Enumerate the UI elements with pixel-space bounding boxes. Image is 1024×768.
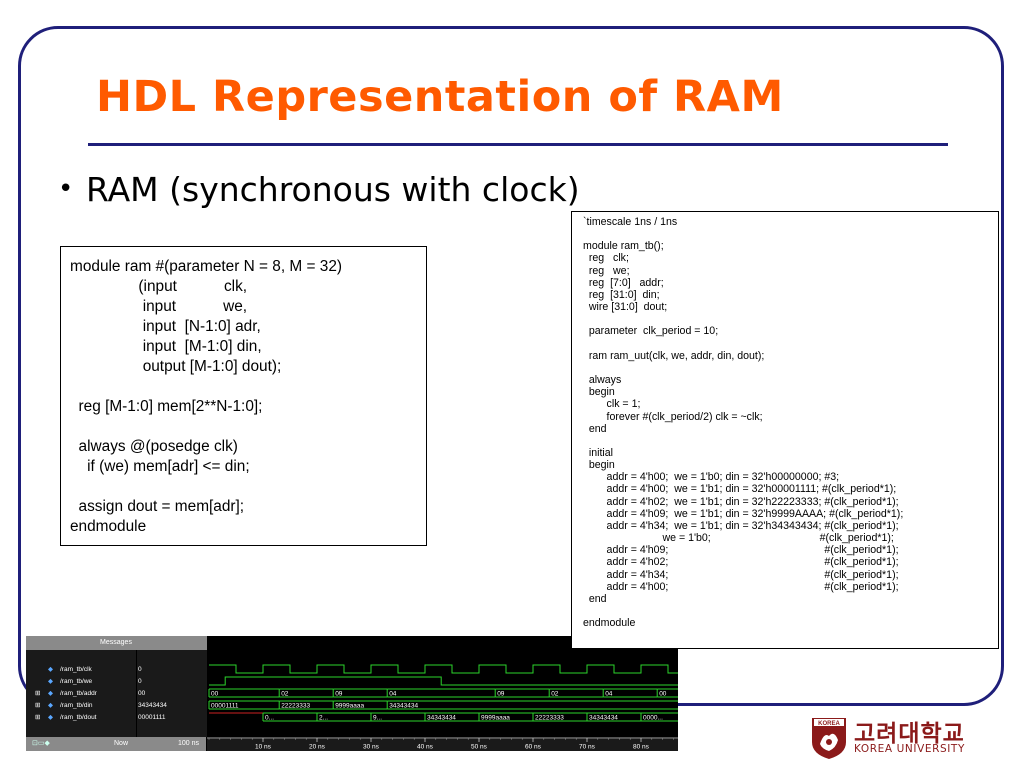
time-tick-label: 70 ns (579, 744, 596, 751)
signal-row-clk[interactable]: ◆ /ram_tb/clk 0 (26, 664, 206, 676)
addr-bus-segment (386, 688, 496, 698)
university-logo: KOREA 고려대학교 KOREA UNIVERSITY (810, 716, 1000, 762)
addr-bus-segment (208, 688, 280, 698)
signal-name: /ram_tb/din (60, 702, 93, 709)
dout-bus-segment (424, 712, 479, 722)
time-tick-label: 20 ns (309, 744, 326, 751)
signal-value: 00001111 (138, 714, 166, 721)
ram-module-code-box: module ram #(parameter N = 8, M = 32) (i… (60, 246, 427, 546)
signal-row-we[interactable]: ◆ /ram_tb/we 0 (26, 676, 206, 688)
signal-diamond-icon: ◆ (48, 702, 53, 709)
addr-bus-segment (332, 688, 388, 698)
signal-value: 0 (138, 666, 142, 673)
dout-bus-segment (478, 712, 533, 722)
time-axis-bg (207, 737, 678, 751)
clk-trace (209, 664, 678, 674)
signal-value-pane (137, 650, 207, 737)
din-bus-label: 22223333 (281, 703, 310, 710)
addr-bus-label: 00 (659, 691, 667, 698)
time-tick-label: 60 ns (525, 744, 542, 751)
now-value: 100 ns (178, 740, 200, 747)
dout-bus-segment (316, 712, 371, 722)
signal-diamond-icon: ◆ (48, 714, 53, 721)
addr-bus-segment (278, 688, 334, 698)
time-tick-label: 40 ns (417, 744, 434, 751)
din-bus-label: 9999aaaa (335, 703, 364, 710)
dout-bus-label: 9999aaaa (481, 715, 510, 722)
expand-plus-icon[interactable]: ⊞ (35, 714, 41, 721)
din-bus-segment (386, 700, 678, 710)
din-bus-label: 34343434 (389, 703, 418, 710)
addr-bus-segment (656, 688, 678, 698)
addr-bus-label: 00 (211, 691, 219, 698)
signal-name: /ram_tb/dout (60, 714, 97, 721)
addr-bus-label: 04 (389, 691, 397, 698)
waveform-value-header (137, 636, 207, 650)
now-label: Now (114, 740, 129, 747)
time-tick-label: 30 ns (363, 744, 380, 751)
waveform-traces: 00 02 09 04 09 02 04 00 00001111 22223333 9999aaaa… (207, 664, 678, 751)
addr-bus-segment (548, 688, 604, 698)
slide-title: HDL Representation of RAM (96, 72, 784, 122)
signal-diamond-icon: ◆ (48, 666, 53, 673)
dout-bus-label: 34343434 (427, 715, 456, 722)
addr-bus-label: 09 (335, 691, 343, 698)
waveform-viewer: Messages ◆ /ram_tb/clk 0 ◆ /ram_tb/we 0 ⊞ ◆ /r… (26, 636, 678, 751)
signal-name: /ram_tb/clk (60, 666, 92, 673)
dout-bus-label: 2... (319, 715, 328, 722)
cursor-tools-icon[interactable]: ⊡▭◆ (32, 740, 50, 747)
signal-diamond-icon: ◆ (48, 690, 53, 697)
ram-module-code: module ram #(parameter N = 8, M = 32) (i… (70, 258, 343, 535)
dout-bus-label: 9... (373, 715, 382, 722)
time-tick-label: 10 ns (255, 744, 272, 751)
addr-bus-label: 02 (551, 691, 559, 698)
addr-bus-segment (602, 688, 658, 698)
signal-value: 0 (138, 678, 142, 685)
signal-name: /ram_tb/we (60, 678, 93, 685)
bullet-dot-icon: • (58, 174, 74, 204)
dout-bus-label: 22223333 (535, 715, 564, 722)
addr-bus-label: 02 (281, 691, 289, 698)
logo-korean-text: 고려대학교 (854, 721, 965, 747)
time-tick-label: 50 ns (471, 744, 488, 751)
dout-bus-label: 0... (265, 715, 274, 722)
dout-bus-segment (370, 712, 425, 722)
we-trace (209, 676, 678, 686)
din-bus-segment (208, 700, 280, 710)
dout-bus-segment (586, 712, 641, 722)
signal-row-addr[interactable]: ⊞ ◆ /ram_tb/addr 00 (26, 688, 206, 700)
logo-english-text: KOREA UNIVERSITY (854, 743, 965, 755)
university-seal-icon: KOREA (812, 718, 846, 759)
addr-bus-label: 09 (497, 691, 505, 698)
signal-value: 34343434 (138, 702, 167, 709)
time-tick-label: 80 ns (633, 744, 650, 751)
title-underline (88, 143, 948, 146)
dout-bus-segment (532, 712, 587, 722)
signal-row-dout[interactable]: ⊞ ◆ /ram_tb/dout 00001111 (26, 712, 206, 724)
addr-bus-segment (494, 688, 550, 698)
addr-bus-label: 04 (605, 691, 613, 698)
signal-name: /ram_tb/addr (60, 690, 97, 697)
dout-bus-segment (640, 712, 678, 722)
bullet-text: RAM (synchronous with clock) (86, 170, 580, 209)
dout-bus-segment (262, 712, 317, 722)
signal-name-pane (26, 650, 136, 737)
testbench-code: `timescale 1ns / 1ns module ram_tb(); re… (583, 216, 904, 630)
waveform-header-label: Messages (100, 639, 132, 646)
svg-text:KOREA: KOREA (818, 721, 840, 727)
dout-bus-label: 0000... (643, 715, 663, 722)
signal-row-din[interactable]: ⊞ ◆ /ram_tb/din 34343434 (26, 700, 206, 712)
testbench-code-box: `timescale 1ns / 1ns module ram_tb(); re… (571, 211, 999, 649)
din-bus-segment (278, 700, 334, 710)
expand-plus-icon[interactable]: ⊞ (35, 702, 41, 709)
waveform-footer: ⊡▭◆ Now 100 ns (26, 737, 206, 751)
dout-bus-label: 34343434 (589, 715, 618, 722)
din-bus-segment (332, 700, 388, 710)
bullet-point: • RAM (synchronous with clock) (58, 170, 580, 209)
signal-value: 00 (138, 690, 146, 697)
signal-diamond-icon: ◆ (48, 678, 53, 685)
expand-plus-icon[interactable]: ⊞ (35, 690, 41, 697)
din-bus-label: 00001111 (211, 703, 239, 710)
